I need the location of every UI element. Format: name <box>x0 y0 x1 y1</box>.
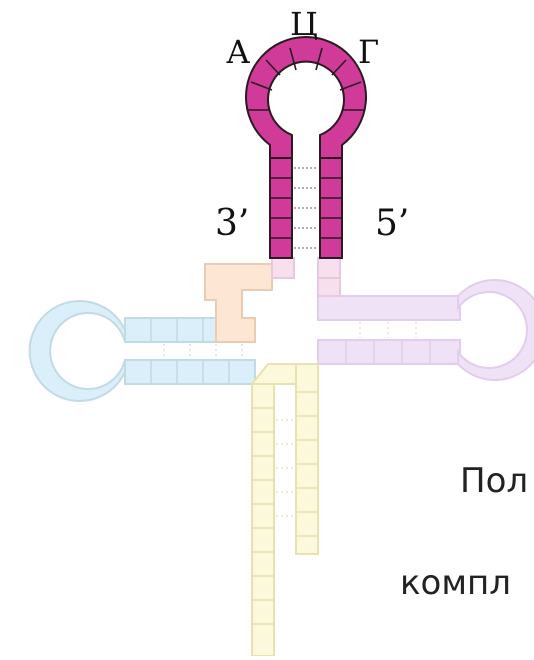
t-arm <box>317 279 534 381</box>
anticodon-letter-right: Г <box>358 33 380 71</box>
acceptor-shoulder <box>249 363 297 385</box>
faded-trna-body <box>28 257 534 657</box>
three-prime-label: 3’ <box>215 203 250 244</box>
acceptor-connector <box>271 257 341 297</box>
anticodon-arm <box>245 36 367 259</box>
acceptor-right <box>295 363 319 555</box>
t-loop <box>457 279 534 381</box>
t-stem-bottom <box>317 339 461 365</box>
anticodon-letter-left: А <box>226 33 251 71</box>
side-text-line2: компл <box>400 563 511 603</box>
anticodon-stem-dividers <box>270 177 342 239</box>
five-prime-label: 5’ <box>375 203 410 244</box>
variable-bend <box>204 263 273 343</box>
anticodon-stem-left <box>269 157 293 259</box>
d-stem-bottom <box>124 359 256 385</box>
d-loop <box>28 300 126 402</box>
anticodon-stem-bonds <box>294 167 318 249</box>
side-text-line1: Пол <box>460 461 529 501</box>
acceptor-left <box>251 383 275 657</box>
anticodon-stem-right <box>319 157 343 259</box>
anticodon-loop <box>245 36 367 159</box>
variable-connector <box>204 263 273 343</box>
acceptor-stem <box>249 363 319 657</box>
t-stem-top <box>317 295 461 321</box>
anticodon-loop-dividers <box>248 47 364 111</box>
anticodon-letter-middle: Ц <box>290 5 318 43</box>
